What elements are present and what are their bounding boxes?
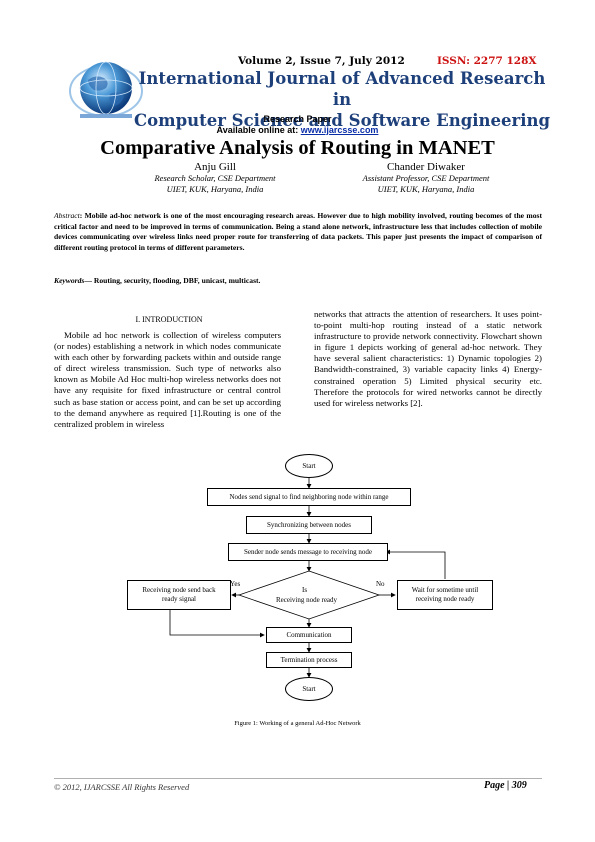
footer-divider bbox=[54, 778, 542, 779]
flowchart: Start Nodes send signal to find neighbor… bbox=[0, 450, 595, 715]
yes-label: Yes bbox=[230, 580, 241, 588]
introduction-column-2: networks that attracts the attention of … bbox=[314, 309, 542, 408]
author-name: Anju Gill bbox=[194, 161, 236, 173]
start-oval: Start bbox=[285, 454, 333, 478]
journal-name-line1: International Journal of Advanced Resear… bbox=[138, 69, 546, 109]
paper-type: Research Paper bbox=[263, 114, 332, 124]
section-heading-introduction: I. INTRODUCTION bbox=[135, 315, 203, 324]
issue-info: Volume 2, Issue 7, July 2012 bbox=[238, 55, 405, 67]
end-oval: Start bbox=[285, 677, 333, 701]
step-communication: Communication bbox=[266, 627, 352, 643]
abstract-label: Abstract bbox=[54, 211, 80, 220]
decision-text-line1: Is bbox=[302, 586, 308, 594]
box-wait: Wait for sometime until receiving node r… bbox=[397, 580, 493, 610]
abstract-text: : Mobile ad-hoc network is one of the mo… bbox=[54, 211, 542, 252]
keywords: Keywords— Routing, security, flooding, D… bbox=[54, 276, 542, 285]
journal-name: International Journal of Advanced Resear… bbox=[132, 68, 552, 131]
journal-url-link[interactable]: www.ijarcsse.com bbox=[300, 125, 379, 135]
step-send-message: Sender node sends message to receiving n… bbox=[228, 543, 388, 561]
availability: Available online at: www.ijarcsse.com bbox=[0, 125, 595, 135]
footer-copyright: © 2012, IJARCSSE All Rights Reserved bbox=[54, 782, 190, 792]
flowchart-connectors bbox=[169, 478, 446, 678]
no-label: No bbox=[376, 580, 385, 588]
paper-title: Comparative Analysis of Routing in MANET bbox=[100, 137, 495, 159]
author-role: Assistant Professor, CSE Department bbox=[362, 173, 490, 183]
decision-text-line2: Receiving node ready bbox=[276, 596, 338, 604]
decision-diamond bbox=[237, 570, 381, 620]
keywords-text: — Routing, security, flooding, DBF, unic… bbox=[84, 276, 261, 285]
abstract: Abstract: Mobile ad-hoc network is one o… bbox=[54, 211, 542, 253]
author-2: Chander Diwaker Assistant Professor, CSE… bbox=[306, 161, 546, 195]
page-number: 309 bbox=[511, 780, 527, 791]
author-1: Anju Gill Research Scholar, CSE Departme… bbox=[95, 161, 335, 195]
step-find-neighbors: Nodes send signal to find neighboring no… bbox=[207, 488, 411, 506]
journal-logo-icon bbox=[66, 56, 146, 122]
step-synchronizing: Synchronizing between nodes bbox=[246, 516, 372, 534]
box-ready-signal: Receiving node send back ready signal bbox=[127, 580, 231, 610]
author-name: Chander Diwaker bbox=[387, 161, 465, 173]
figure-caption: Figure 1: Working of a general Ad-Hoc Ne… bbox=[234, 720, 361, 727]
journal-name-line2: Computer Science and Software Engineerin… bbox=[133, 111, 550, 130]
author-affiliation: UIET, KUK, Haryana, India bbox=[166, 184, 264, 194]
availability-prefix: Available online at: bbox=[216, 125, 301, 135]
step-termination: Termination process bbox=[266, 652, 352, 668]
page-label: Page bbox=[484, 780, 505, 791]
author-affiliation: UIET, KUK, Haryana, India bbox=[377, 184, 475, 194]
keywords-label: Keywords bbox=[54, 276, 85, 285]
issn: ISSN: 2277 128X bbox=[437, 55, 537, 67]
author-role: Research Scholar, CSE Department bbox=[154, 173, 276, 183]
footer-page: Page | 309 bbox=[484, 780, 527, 791]
introduction-column-1: Mobile ad hoc network is collection of w… bbox=[54, 330, 281, 429]
